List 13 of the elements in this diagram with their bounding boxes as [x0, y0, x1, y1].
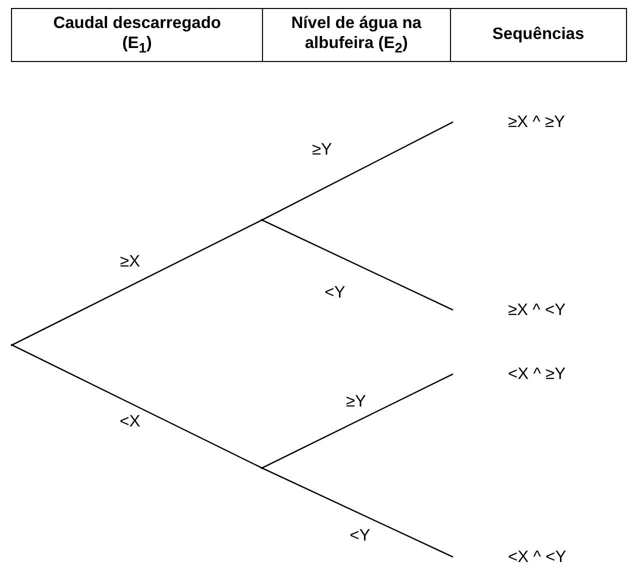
branch-line	[12, 344, 262, 469]
sequence-label: <X ^ <Y	[508, 548, 566, 566]
sequence-label: ≥X ^ ≥Y	[508, 113, 566, 131]
branch-line	[262, 121, 454, 221]
branch-line	[262, 467, 454, 558]
sequence-label: ≥X ^ <Y	[508, 301, 566, 319]
column-header: Nível de água na albufeira (E$_{2}$)	[290, 14, 422, 56]
sequence-label: <X ^ ≥Y	[508, 365, 566, 383]
branch-line	[12, 219, 262, 346]
column-header: Sequências	[492, 25, 584, 45]
branch-line	[262, 373, 454, 469]
branch-line	[262, 219, 454, 311]
column-header: Caudal descarregado (E$_{1}$)	[52, 14, 222, 56]
